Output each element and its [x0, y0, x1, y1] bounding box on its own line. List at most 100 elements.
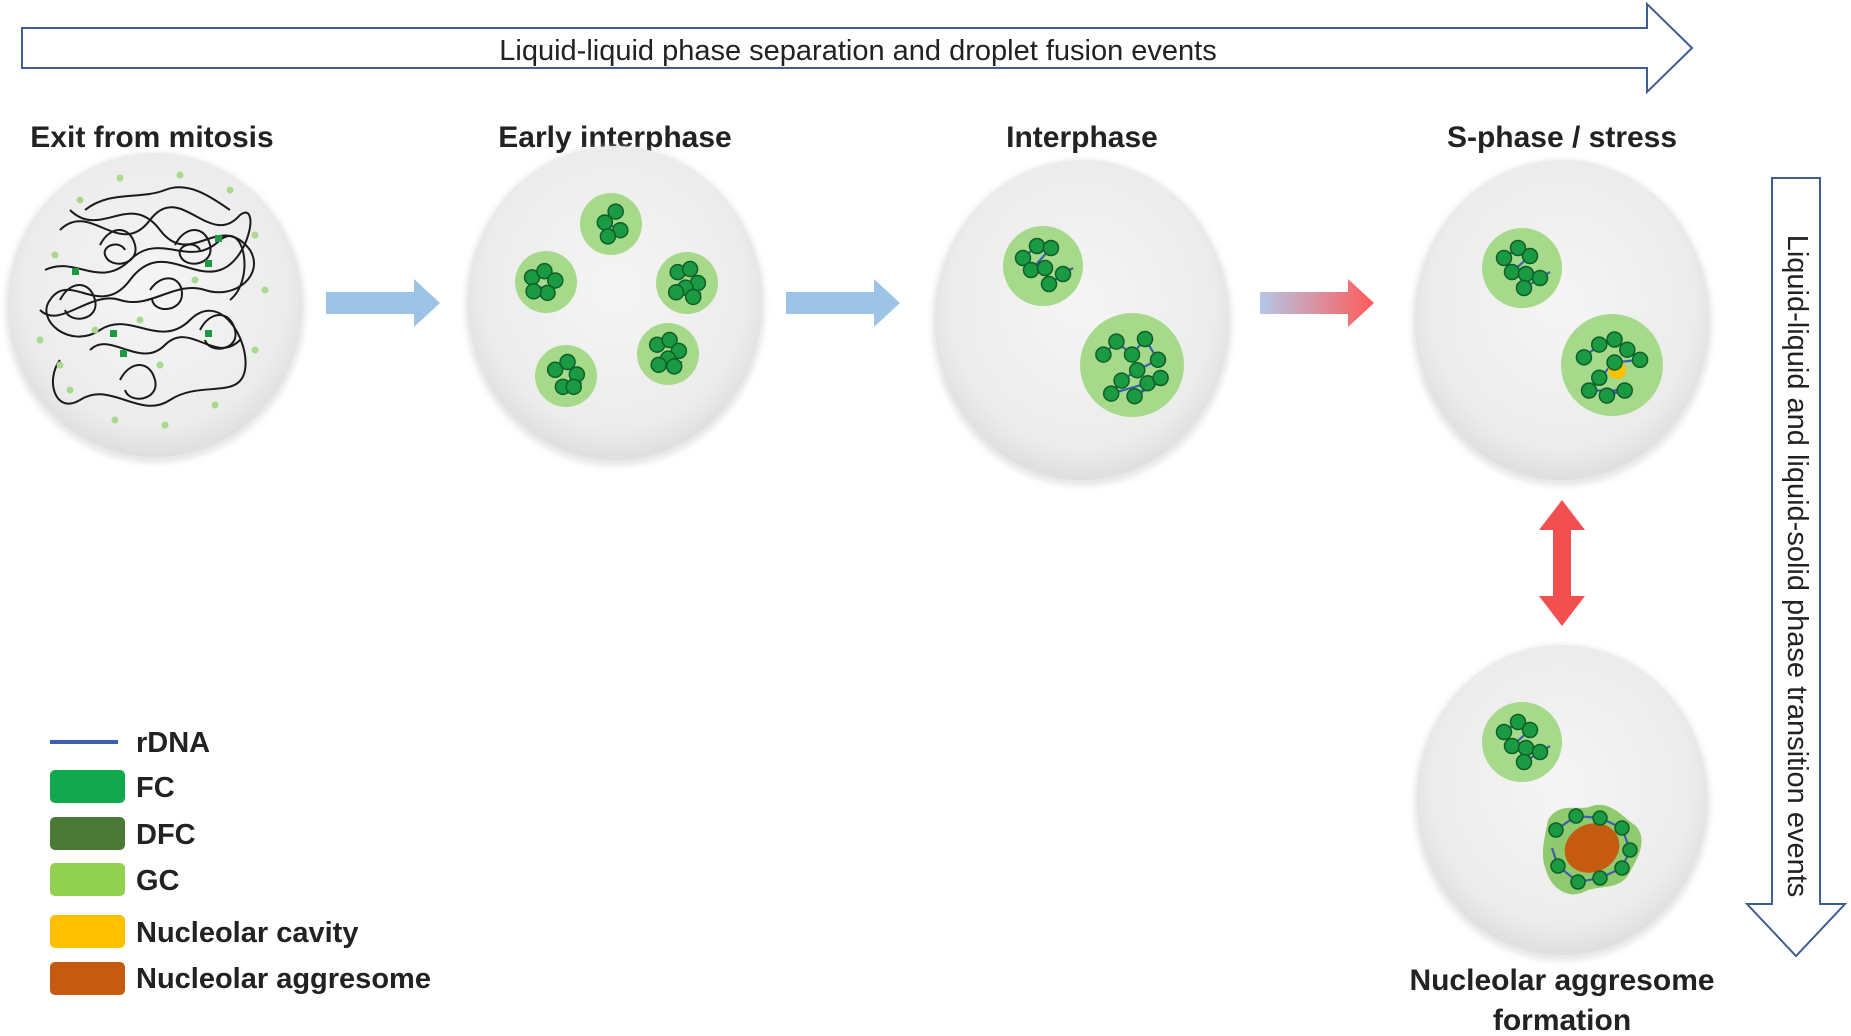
- fc-bead: [1113, 372, 1130, 389]
- fc-bead: [650, 356, 667, 374]
- gc-droplet: [535, 345, 597, 407]
- legend-item-dfc: DFC: [50, 817, 196, 851]
- fc-bead: [684, 288, 702, 306]
- legend-item-rdna: rDNA: [50, 727, 210, 759]
- fc-bead: [539, 284, 556, 302]
- fc-bead: [1575, 349, 1593, 366]
- legend-label-dfc: DFC: [136, 819, 196, 851]
- right-banner-arrow: Liquid-liquid and liquid-solid phase tra…: [1744, 177, 1848, 958]
- chromatin-tangle: [39, 186, 255, 407]
- legend-label-nucleolar-aggresome: Nucleolar aggresome: [136, 963, 431, 995]
- fc-bead: [1028, 237, 1046, 255]
- fc-bead: [546, 361, 564, 379]
- cell-interphase: [932, 160, 1232, 486]
- fc-bead: [559, 353, 576, 371]
- scattered-fc-dots: [72, 235, 222, 357]
- fc-bead: [1136, 330, 1154, 348]
- fc-bead: [1152, 369, 1169, 387]
- fc-bead: [1517, 265, 1535, 283]
- fc-bead: [1521, 247, 1539, 265]
- fc-bead: [665, 358, 683, 375]
- right-banner-label: Liquid-liquid and liquid-solid phase tra…: [1781, 235, 1813, 898]
- stage-title-aggresome-line1: Nucleolar aggresome: [1409, 964, 1714, 997]
- fc-bead: [536, 262, 553, 280]
- legend: rDNA FC DFC GC Nucleolar cavity Nucleola…: [50, 727, 431, 995]
- fc-bead: [1521, 721, 1539, 739]
- nucleolus: [1482, 702, 1562, 782]
- fc-bead: [599, 228, 617, 245]
- top-banner-arrow: Liquid-liquid phase separation and dropl…: [21, 1, 1694, 95]
- cell-exit-mitosis: [5, 153, 305, 463]
- nucleolus: [535, 345, 597, 407]
- fc-bead: [1036, 259, 1054, 277]
- legend-label-fc: FC: [136, 772, 175, 804]
- fc-bead: [1126, 387, 1143, 405]
- fc-bead: [667, 284, 685, 301]
- fc-bead: [1149, 351, 1167, 369]
- nucleolus: [1003, 226, 1083, 306]
- fc-bead: [1580, 382, 1598, 399]
- legend-item-gc: GC: [50, 863, 180, 897]
- fc-bead: [1495, 723, 1513, 741]
- legend-item-nucleolar-cavity: Nucleolar cavity: [50, 915, 358, 949]
- fc-bead: [1515, 753, 1533, 771]
- fc-bead: [1614, 860, 1630, 876]
- legend-label-gc: GC: [136, 865, 180, 897]
- nucleolar-aggresome: [1542, 804, 1642, 895]
- fc-bead: [1128, 361, 1146, 379]
- aggresome-core: [1564, 823, 1620, 873]
- fc-bead: [547, 272, 564, 289]
- nucleolus: [656, 252, 718, 314]
- fc-bead: [565, 378, 582, 396]
- fc-bead: [1550, 858, 1566, 874]
- fc-bead: [1531, 743, 1549, 761]
- nucleolus: [1080, 313, 1184, 417]
- stage-title-aggresome-line2: formation: [1493, 1004, 1631, 1036]
- fc-bead: [1095, 346, 1112, 363]
- fc-bead: [1619, 341, 1636, 358]
- fc-bead: [1503, 263, 1521, 281]
- fc-bead: [1495, 249, 1513, 267]
- stage-title-s-phase-stress: S-phase / stress: [1447, 121, 1677, 154]
- fc-bead: [1108, 333, 1125, 350]
- aggresome-rdna: [1550, 814, 1632, 884]
- stage-title-exit-mitosis: Exit from mitosis: [30, 121, 273, 154]
- fc-bead: [1531, 269, 1549, 287]
- nucleolus: [1561, 314, 1663, 416]
- fc-bead: [1591, 336, 1608, 353]
- double-arrow-stress-aggresome: [1539, 500, 1585, 626]
- fc-bead: [1614, 820, 1630, 836]
- fc-bead: [1042, 239, 1060, 257]
- fc-bead: [607, 203, 624, 220]
- fc-bead: [1591, 369, 1608, 386]
- fc-bead: [1570, 874, 1586, 890]
- fc-bead: [1503, 737, 1521, 755]
- nucleolus: [580, 193, 642, 255]
- fc-bead: [1616, 382, 1633, 399]
- gc-droplet: [515, 251, 577, 313]
- fc-bead: [681, 260, 699, 278]
- fc-bead: [1040, 275, 1058, 293]
- fc-bead: [1622, 842, 1638, 858]
- top-banner-label: Liquid-liquid phase separation and dropl…: [499, 35, 1216, 67]
- fc-bead: [661, 331, 678, 349]
- legend-item-fc: FC: [50, 770, 175, 804]
- fc-bead: [1014, 249, 1032, 267]
- scattered-gc-dots: [36, 171, 269, 429]
- fc-bead: [1631, 351, 1649, 369]
- fc-bead: [1548, 822, 1564, 838]
- nucleolus: [1482, 228, 1562, 308]
- fc-bead: [1123, 346, 1141, 363]
- fc-bead: [525, 283, 542, 300]
- fc-bead: [596, 214, 614, 231]
- fc-bead: [1517, 739, 1535, 757]
- nucleolus: [637, 323, 699, 385]
- fc-bead: [1592, 870, 1608, 886]
- cell-early-interphase: [465, 146, 765, 466]
- legend-item-nucleolar-aggresome: Nucleolar aggresome: [50, 962, 431, 995]
- stage-title-interphase: Interphase: [1006, 121, 1158, 154]
- cell-s-phase-stress: [1412, 160, 1712, 486]
- fc-bead: [1515, 279, 1533, 297]
- arrow-interphase-to-sphase: [1260, 279, 1374, 327]
